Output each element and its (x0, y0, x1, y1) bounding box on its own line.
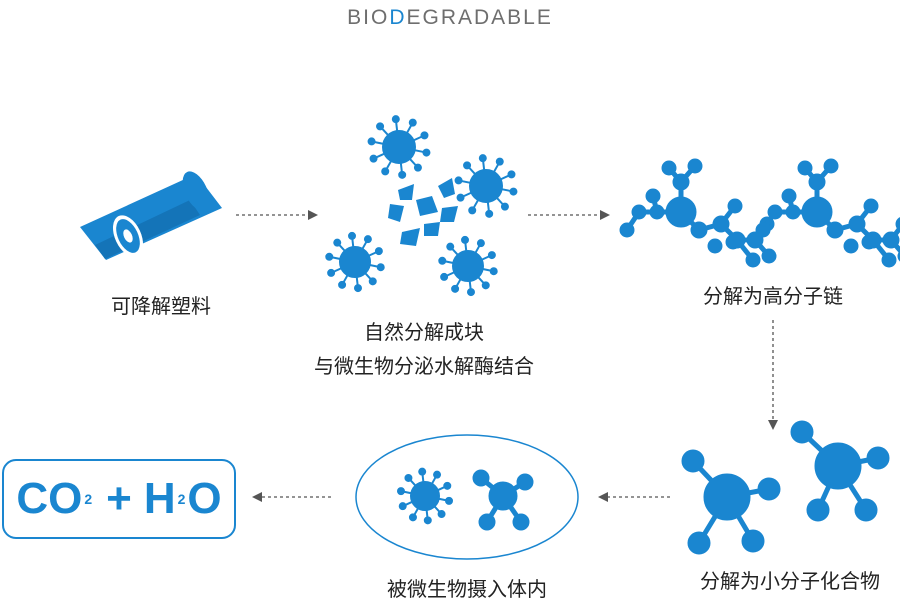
microbe-icon (325, 231, 385, 293)
microbe-icon (438, 235, 498, 297)
formula-h-sub: 2 (177, 491, 186, 507)
small-molecule-icon (681, 449, 781, 555)
microbe-icon (367, 115, 431, 179)
small-molecules (472, 420, 890, 555)
small-molecule-icon (790, 420, 890, 522)
formula-plus: + (106, 474, 132, 523)
flow-arrows (236, 210, 778, 502)
formula-co-sub: 2 (84, 491, 93, 507)
absorbed-container (355, 434, 579, 560)
microbe-icon (396, 467, 454, 525)
formula-o: O (187, 474, 222, 523)
label-plastic: 可降解塑料 (111, 294, 211, 318)
label-fragments-line2: 与微生物分泌水解酶结合 (314, 354, 534, 378)
polymer-chain-icon (755, 158, 900, 268)
brand-prefix: BIO (347, 6, 390, 29)
polymer-chains (619, 158, 900, 268)
polymer-chain-icon (619, 158, 777, 268)
label-small-molecules: 分解为小分子化合物 (700, 569, 880, 593)
brand-logo: BIODEGRADABLE (0, 6, 900, 30)
microbes (325, 115, 518, 525)
formula-h: H (143, 474, 176, 523)
microbe-icon (454, 154, 518, 218)
small-molecule-icon (472, 469, 534, 531)
label-fragments-line1: 自然分解成块 (364, 320, 484, 344)
label-absorbed: 被微生物摄入体内 (387, 577, 547, 601)
brand-suffix: EGRADABLE (406, 6, 553, 29)
label-polymer: 分解为高分子链 (703, 284, 843, 308)
plastic-roll-icon (80, 171, 222, 260)
formula-co: CO (16, 474, 83, 523)
brand-highlight: D (389, 6, 407, 29)
fragments-icon (388, 178, 458, 246)
